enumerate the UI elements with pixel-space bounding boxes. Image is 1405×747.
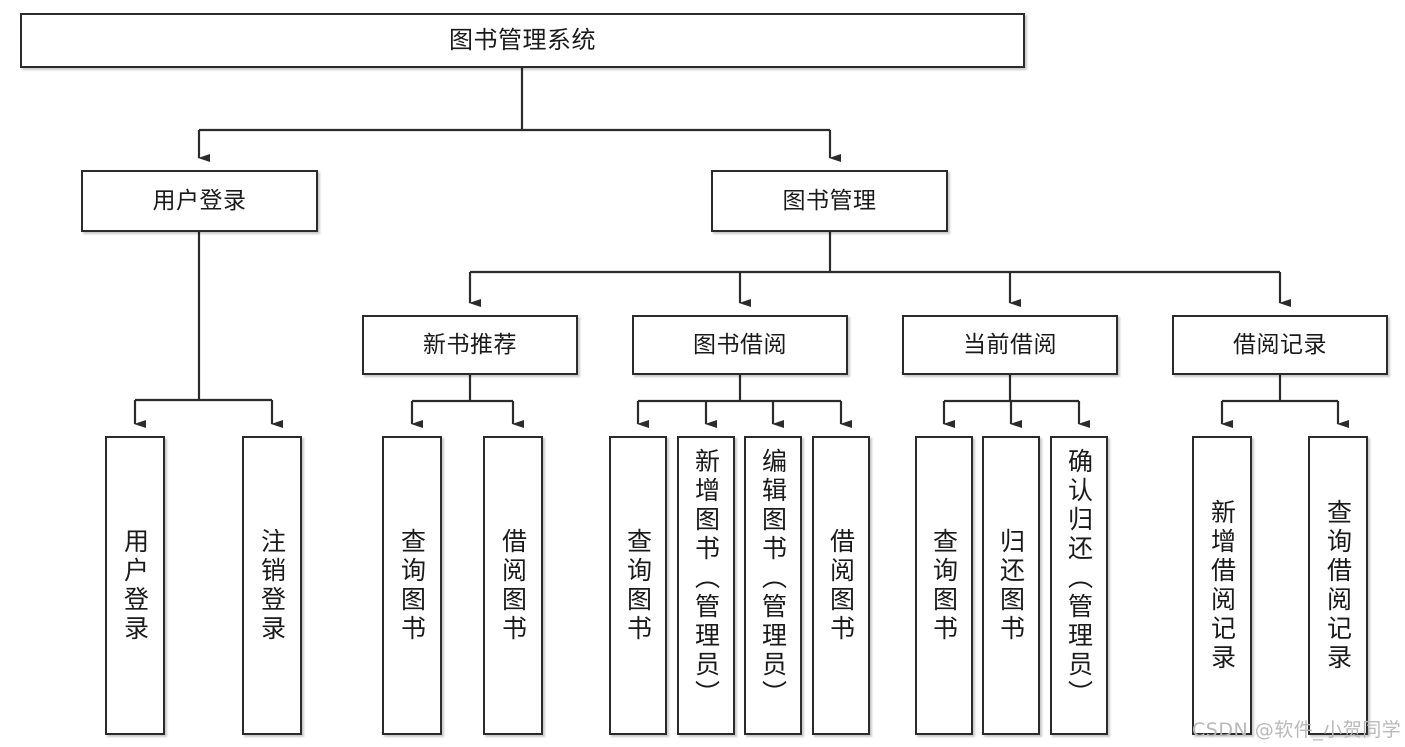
leaf-newbook-query-book[interactable]: 查询图书 bbox=[382, 436, 442, 735]
node-label: 新增图书（管理员） bbox=[691, 448, 721, 709]
node-label: 借阅记录 bbox=[1233, 331, 1327, 358]
csdn-watermark: CSDN @软件_小贺同学 bbox=[1192, 719, 1402, 741]
node-label: 图书管理 bbox=[782, 187, 877, 214]
node-label: 图书管理系统 bbox=[449, 25, 596, 54]
node-current-borrow[interactable]: 当前借阅 bbox=[902, 315, 1118, 375]
leaf-newbook-borrow-book[interactable]: 借阅图书 bbox=[483, 436, 543, 735]
leaf-user-login[interactable]: 用户登录 bbox=[105, 436, 165, 735]
leaf-borrow-edit-book-admin[interactable]: 编辑图书（管理员） bbox=[744, 436, 802, 735]
node-label: 归还图书 bbox=[996, 527, 1026, 644]
node-label: 新书推荐 bbox=[423, 331, 517, 358]
leaf-current-query-book[interactable]: 查询图书 bbox=[915, 436, 973, 735]
leaf-current-confirm-return-admin[interactable]: 确认归还（管理员） bbox=[1050, 436, 1108, 735]
node-label: 确认归还（管理员） bbox=[1064, 448, 1094, 709]
node-label: 查询图书 bbox=[929, 527, 959, 644]
node-label: 查询图书 bbox=[623, 527, 653, 644]
node-label: 新增借阅记录 bbox=[1207, 498, 1237, 673]
node-label: 查询图书 bbox=[397, 527, 427, 644]
node-label: 图书借阅 bbox=[693, 331, 787, 358]
leaf-records-add-record[interactable]: 新增借阅记录 bbox=[1192, 436, 1252, 735]
node-label: 借阅图书 bbox=[826, 527, 856, 644]
leaf-borrow-add-book-admin[interactable]: 新增图书（管理员） bbox=[677, 436, 735, 735]
node-root-book-management-system[interactable]: 图书管理系统 bbox=[20, 13, 1025, 68]
node-label: 当前借阅 bbox=[963, 331, 1057, 358]
node-label: 用户登录 bbox=[120, 527, 150, 644]
node-book-management[interactable]: 图书管理 bbox=[711, 170, 948, 232]
node-borrow-records[interactable]: 借阅记录 bbox=[1172, 315, 1388, 375]
node-book-borrow[interactable]: 图书借阅 bbox=[632, 315, 848, 375]
node-user-login[interactable]: 用户登录 bbox=[81, 170, 318, 232]
node-label: 编辑图书（管理员） bbox=[758, 448, 788, 709]
leaf-current-return-book[interactable]: 归还图书 bbox=[982, 436, 1040, 735]
leaf-records-query-record[interactable]: 查询借阅记录 bbox=[1308, 436, 1368, 735]
node-label: 注销登录 bbox=[257, 527, 287, 644]
node-label: 用户登录 bbox=[152, 187, 247, 214]
node-label: 借阅图书 bbox=[498, 527, 528, 644]
node-new-book-recommend[interactable]: 新书推荐 bbox=[362, 315, 578, 375]
leaf-logout[interactable]: 注销登录 bbox=[242, 436, 302, 735]
node-label: 查询借阅记录 bbox=[1323, 498, 1353, 673]
leaf-borrow-lend-book[interactable]: 借阅图书 bbox=[812, 436, 870, 735]
leaf-borrow-query-book[interactable]: 查询图书 bbox=[609, 436, 667, 735]
